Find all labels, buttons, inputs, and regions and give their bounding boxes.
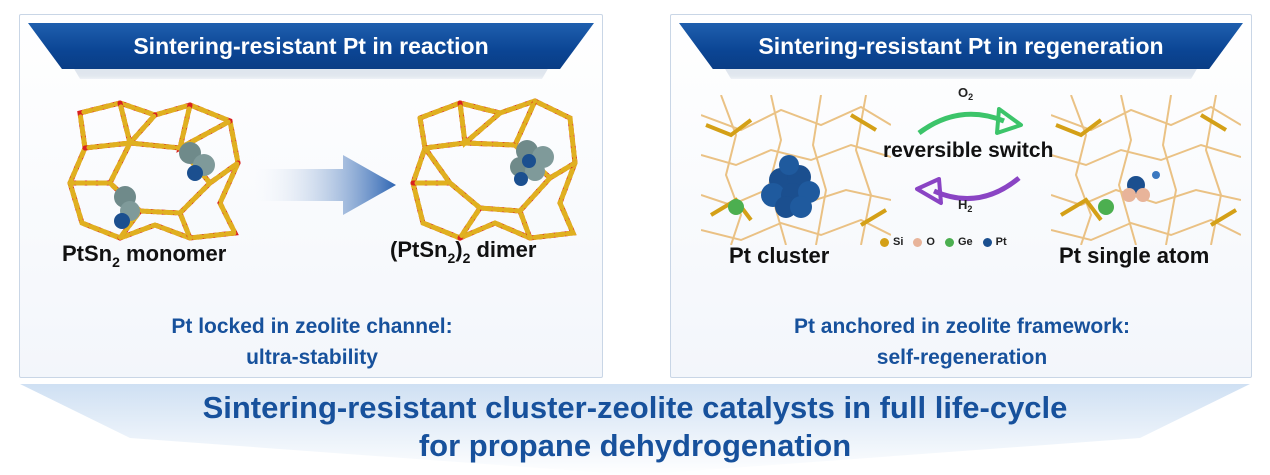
right-panel-title: Sintering-resistant Pt in regeneration — [679, 23, 1243, 69]
legend-si: Si — [880, 236, 903, 248]
right-summary: Pt anchored in zeolite framework: self-r… — [671, 311, 1253, 373]
si-dot-icon — [880, 237, 889, 247]
h2-label: H2 — [958, 197, 973, 214]
pt-cluster-structure — [701, 95, 891, 245]
pt-atom — [187, 165, 203, 181]
legend-o: O — [913, 236, 935, 248]
ptsn2-dimer-structure — [410, 98, 578, 241]
legend-ge: Ge — [944, 236, 973, 248]
legend-pt: Pt — [982, 236, 1007, 248]
left-panel: Sintering-resistant Pt in reaction — [19, 14, 603, 378]
ge-dot-icon — [944, 237, 954, 247]
dimer-label: (PtSn2)2 dimer — [390, 237, 537, 266]
conclusion-line1: Sintering-resistant cluster-zeolite cata… — [202, 390, 1068, 425]
pt-single-atom-label: Pt single atom — [1059, 243, 1210, 268]
conclusion-banner-shape — [20, 384, 1250, 475]
o2-label: O2 — [958, 85, 974, 102]
reversible-switch-arrows — [915, 107, 1023, 205]
right-summary-line2: self-regeneration — [876, 346, 1048, 369]
atom-legend: Si O Ge Pt — [880, 236, 1007, 248]
pt-atom — [514, 172, 528, 186]
pt-atom — [522, 154, 536, 168]
reversible-switch-label: reversible switch — [883, 139, 1054, 162]
transformation-arrow — [248, 155, 396, 215]
right-summary-line1: Pt anchored in zeolite framework: — [793, 315, 1131, 338]
pt-dot-icon — [982, 237, 992, 247]
monomer-label: PtSn2 monomer — [62, 241, 227, 270]
left-summary: Pt locked in zeolite channel: ultra-stab… — [20, 311, 604, 373]
left-panel-title: Sintering-resistant Pt in reaction — [28, 23, 594, 69]
right-panel: Sintering-resistant Pt in regeneration — [670, 14, 1252, 378]
left-summary-line1: Pt locked in zeolite channel: — [171, 315, 453, 338]
left-summary-line2: ultra-stability — [246, 346, 378, 369]
pt-single-atom-structure — [1051, 95, 1241, 245]
pt-cluster-label: Pt cluster — [729, 243, 830, 268]
conclusion-line2: for propane dehydrogenation — [418, 428, 852, 463]
o-dot-icon — [913, 237, 923, 247]
pt-atom — [114, 213, 130, 229]
ptsn2-monomer-structure — [67, 100, 241, 241]
